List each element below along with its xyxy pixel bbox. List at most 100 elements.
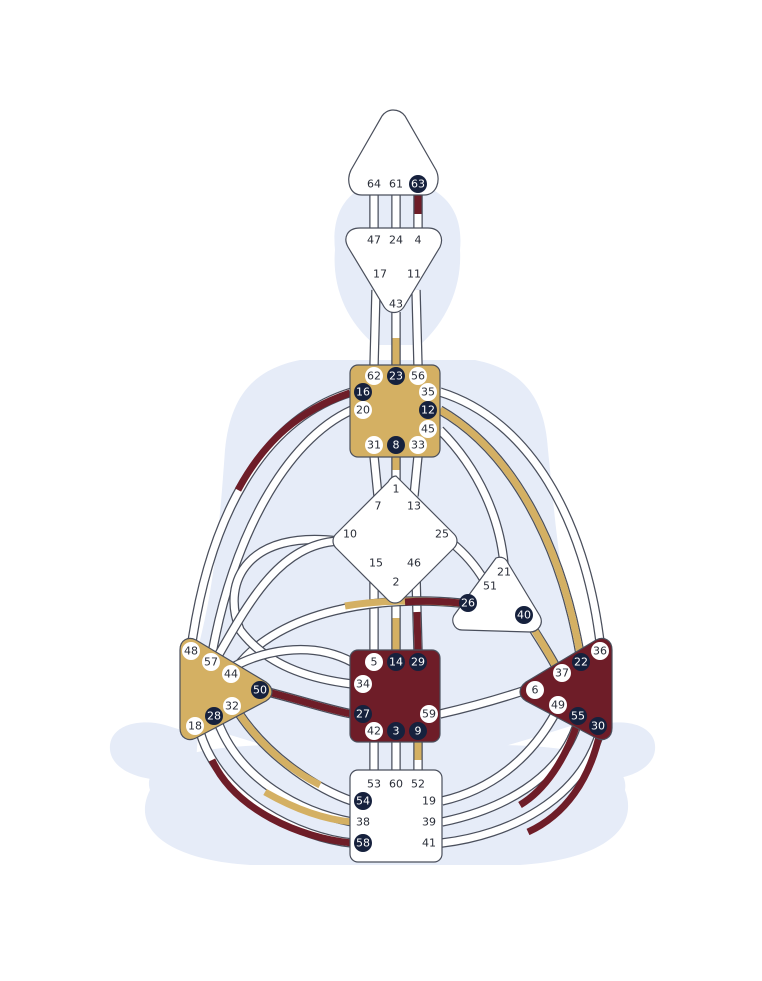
channel-18-58-activation-0 — [208, 758, 353, 847]
gate-41[interactable]: 41 — [420, 834, 438, 852]
gate-20-label: 20 — [356, 404, 370, 417]
gate-1[interactable]: 1 — [387, 480, 405, 498]
gate-3-marker — [387, 722, 405, 740]
gate-30[interactable]: 30 — [589, 717, 607, 735]
gate-58[interactable]: 58 — [354, 834, 372, 852]
gate-11[interactable]: 11 — [405, 265, 423, 283]
gate-26[interactable]: 26 — [459, 594, 477, 612]
gate-6-label: 6 — [532, 684, 539, 697]
gate-13-label: 13 — [407, 500, 421, 513]
gate-12[interactable]: 12 — [419, 401, 437, 419]
gate-7[interactable]: 7 — [369, 497, 387, 515]
gate-38-label: 38 — [356, 816, 370, 829]
gate-52[interactable]: 52 — [409, 775, 427, 793]
channel-10-57[interactable] — [214, 537, 339, 658]
gate-45-marker — [419, 420, 437, 438]
channel-28-38-activation-0 — [263, 788, 353, 826]
gate-61[interactable]: 61 — [387, 175, 405, 193]
gate-18-marker — [186, 717, 204, 735]
gate-60[interactable]: 60 — [387, 775, 405, 793]
gate-32[interactable]: 32 — [223, 697, 241, 715]
root-center[interactable] — [349, 769, 443, 863]
gate-8-label: 8 — [393, 439, 400, 452]
gate-29-marker — [409, 653, 427, 671]
gate-4[interactable]: 4 — [409, 231, 427, 249]
gate-13[interactable]: 13 — [405, 497, 423, 515]
gate-7-label: 7 — [375, 500, 382, 513]
sacral-center[interactable] — [349, 649, 441, 743]
gate-57-label: 57 — [204, 656, 218, 669]
gate-64[interactable]: 64 — [365, 175, 383, 193]
gate-40[interactable]: 40 — [515, 606, 533, 624]
ajna-center[interactable] — [345, 227, 443, 314]
gate-59[interactable]: 59 — [420, 705, 438, 723]
gate-23[interactable]: 23 — [387, 367, 405, 385]
gate-21[interactable]: 21 — [495, 563, 513, 581]
gate-38[interactable]: 38 — [354, 813, 372, 831]
gate-33[interactable]: 33 — [409, 436, 427, 454]
gate-42[interactable]: 42 — [365, 722, 383, 740]
gate-9[interactable]: 9 — [409, 722, 427, 740]
gate-37[interactable]: 37 — [553, 664, 571, 682]
gate-41-label: 41 — [422, 837, 436, 850]
gate-55[interactable]: 55 — [569, 707, 587, 725]
channel-20-57[interactable] — [208, 406, 354, 655]
gate-51[interactable]: 51 — [481, 577, 499, 595]
gate-46[interactable]: 46 — [405, 554, 423, 572]
gate-6[interactable]: 6 — [526, 681, 544, 699]
gate-26-label: 26 — [461, 597, 475, 610]
gate-36[interactable]: 36 — [591, 642, 609, 660]
gate-16[interactable]: 16 — [354, 383, 372, 401]
gate-42-marker — [365, 722, 383, 740]
gate-2[interactable]: 2 — [387, 573, 405, 591]
channel-45-21[interactable] — [437, 427, 508, 565]
gate-27[interactable]: 27 — [354, 705, 372, 723]
gate-19[interactable]: 19 — [420, 792, 438, 810]
gate-5[interactable]: 5 — [365, 653, 383, 671]
channels-layer — [187, 192, 605, 848]
channel-19-49[interactable] — [441, 710, 560, 805]
gate-40-marker — [515, 606, 533, 624]
head-center[interactable] — [348, 109, 439, 196]
gate-20[interactable]: 20 — [354, 401, 372, 419]
gate-25-label: 25 — [435, 528, 449, 541]
channel-11-56[interactable] — [412, 289, 422, 367]
gate-24[interactable]: 24 — [387, 231, 405, 249]
gate-8[interactable]: 8 — [387, 436, 405, 454]
gate-17[interactable]: 17 — [371, 265, 389, 283]
gate-25[interactable]: 25 — [433, 525, 451, 543]
gate-29[interactable]: 29 — [409, 653, 427, 671]
throat-center[interactable] — [349, 364, 441, 458]
channel-31-7[interactable] — [370, 455, 382, 497]
gate-45[interactable]: 45 — [419, 420, 437, 438]
gate-39[interactable]: 39 — [420, 813, 438, 831]
gate-63[interactable]: 63 — [409, 175, 427, 193]
gate-53[interactable]: 53 — [365, 775, 383, 793]
gate-10[interactable]: 10 — [341, 525, 359, 543]
gate-31[interactable]: 31 — [365, 436, 383, 454]
gate-54[interactable]: 54 — [354, 792, 372, 810]
gate-44[interactable]: 44 — [222, 665, 240, 683]
gate-47[interactable]: 47 — [365, 231, 383, 249]
gate-35[interactable]: 35 — [419, 383, 437, 401]
gate-14[interactable]: 14 — [387, 653, 405, 671]
gate-50[interactable]: 50 — [251, 681, 269, 699]
channel-33-13[interactable] — [410, 455, 422, 497]
g-center[interactable] — [332, 475, 458, 604]
gate-60-label: 60 — [389, 778, 403, 791]
channel-35-36[interactable] — [438, 388, 604, 643]
gate-15[interactable]: 15 — [367, 554, 385, 572]
channel-17-62[interactable] — [370, 289, 380, 367]
gate-18[interactable]: 18 — [186, 717, 204, 735]
gate-57[interactable]: 57 — [202, 653, 220, 671]
gate-40-label: 40 — [517, 609, 531, 622]
gate-28[interactable]: 28 — [205, 707, 223, 725]
gate-49[interactable]: 49 — [549, 696, 567, 714]
gate-3[interactable]: 3 — [387, 722, 405, 740]
gate-62[interactable]: 62 — [365, 367, 383, 385]
gate-22[interactable]: 22 — [572, 653, 590, 671]
gate-48[interactable]: 48 — [182, 642, 200, 660]
gate-34[interactable]: 34 — [354, 675, 372, 693]
gate-43[interactable]: 43 — [387, 295, 405, 313]
gate-56[interactable]: 56 — [409, 367, 427, 385]
